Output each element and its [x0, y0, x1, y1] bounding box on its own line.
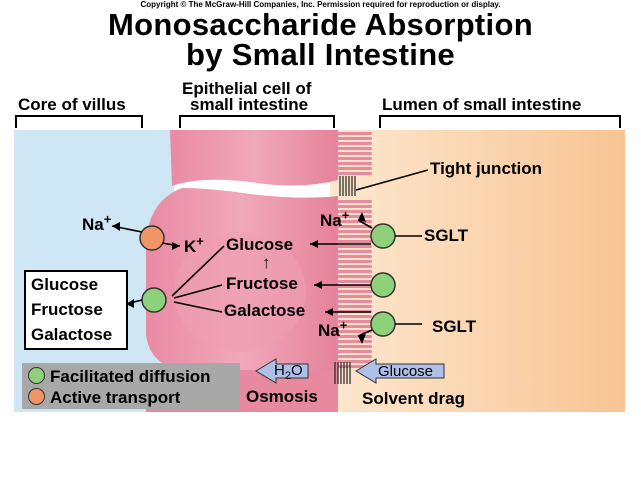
label-tight-junction: Tight junction	[430, 159, 543, 178]
microvillus	[336, 240, 372, 243]
microvillus	[336, 172, 372, 175]
label-glucose-flow: Glucose	[378, 363, 434, 380]
microvillus	[336, 147, 372, 150]
up-arrow-icon: ↑	[262, 253, 271, 272]
label-core-of-villus: Core of villus	[18, 95, 126, 114]
microvillus	[336, 210, 372, 213]
sglt-transporter-bottom	[370, 311, 396, 337]
microvilli	[336, 132, 372, 368]
microvillus	[336, 305, 372, 308]
microvillus	[336, 162, 372, 165]
microvillus	[336, 330, 372, 333]
microvillus	[336, 260, 372, 263]
arrowheads	[112, 212, 366, 344]
microvillus	[336, 300, 372, 303]
box-galactose: Galactose	[31, 325, 113, 344]
box-glucose: Glucose	[31, 275, 99, 294]
label-epithelial-line2: small intestine	[190, 95, 309, 114]
label-sglt-bottom: SGLT	[432, 317, 477, 336]
microvillus	[336, 230, 372, 233]
page-title-line-1: Monosaccharide Absorption	[108, 7, 533, 42]
microvillus	[336, 167, 372, 170]
tight-junction-bottom	[334, 362, 351, 384]
microvillus	[336, 250, 372, 253]
microvillus	[336, 355, 372, 358]
sglt-transporter-top	[370, 223, 396, 249]
page-title-line-2: by Small Intestine	[186, 37, 455, 72]
microvillus	[336, 295, 372, 298]
microvillus	[336, 265, 372, 268]
legend-facilitated: Facilitated diffusion	[28, 367, 211, 387]
label-fructose: Fructose	[226, 274, 298, 293]
label-osmosis: Osmosis	[246, 387, 318, 406]
label-k: K+	[184, 233, 204, 256]
box-fructose: Fructose	[31, 300, 103, 319]
label-na-left: Na+	[82, 211, 112, 234]
basolateral-facilitated-transporter	[141, 287, 167, 313]
label-na-top: Na+	[320, 207, 350, 230]
label-lumen: Lumen of small intestine	[382, 95, 582, 114]
legend-active: Active transport	[28, 388, 180, 408]
label-water: H2O	[274, 362, 303, 382]
sodium-potassium-pump	[139, 225, 165, 251]
label-epithelial-line1: Epithelial cell of	[182, 79, 312, 98]
label-sglt-top: SGLT	[424, 226, 469, 245]
bracket-core	[15, 115, 143, 128]
microvillus	[336, 255, 372, 258]
microvillus	[336, 205, 372, 208]
tight-junction-top	[339, 176, 356, 196]
label-galactose: Galactose	[224, 301, 306, 320]
copyright-notice: Copyright © The McGraw-Hill Companies, I…	[140, 0, 501, 9]
microvillus	[336, 280, 372, 283]
fructose-transporter	[370, 272, 396, 298]
green-circle-icon	[28, 367, 45, 384]
bracket-epithelial	[179, 115, 335, 128]
microvillus	[336, 235, 372, 238]
microvillus	[336, 345, 372, 348]
glucose-flow-arrow	[355, 358, 445, 384]
microvillus	[336, 290, 372, 293]
microvillus	[336, 315, 372, 318]
microvillus	[336, 200, 372, 203]
microvillus	[336, 132, 372, 135]
osmosis-arrow	[255, 358, 309, 384]
orange-circle-icon	[28, 388, 45, 405]
microvillus	[336, 157, 372, 160]
microvillus	[336, 152, 372, 155]
microvillus	[336, 350, 372, 353]
label-na-bottom: Na+	[318, 317, 348, 340]
label-solvent-drag: Solvent drag	[362, 389, 465, 408]
microvillus	[336, 325, 372, 328]
epithelial-cell-top	[170, 130, 338, 186]
bracket-lumen	[379, 115, 621, 128]
microvillus	[336, 137, 372, 140]
microvillus	[336, 360, 372, 363]
microvillus	[336, 245, 372, 248]
microvillus	[336, 340, 372, 343]
microvillus	[336, 275, 372, 278]
legend: Facilitated diffusion Active transport	[22, 363, 240, 409]
label-glucose: Glucose	[226, 235, 294, 254]
microvillus	[336, 225, 372, 228]
microvillus	[336, 320, 372, 323]
microvillus	[336, 142, 372, 145]
microvillus	[336, 270, 372, 273]
absorbed-sugars-box: Glucose Fructose Galactose	[24, 270, 128, 350]
